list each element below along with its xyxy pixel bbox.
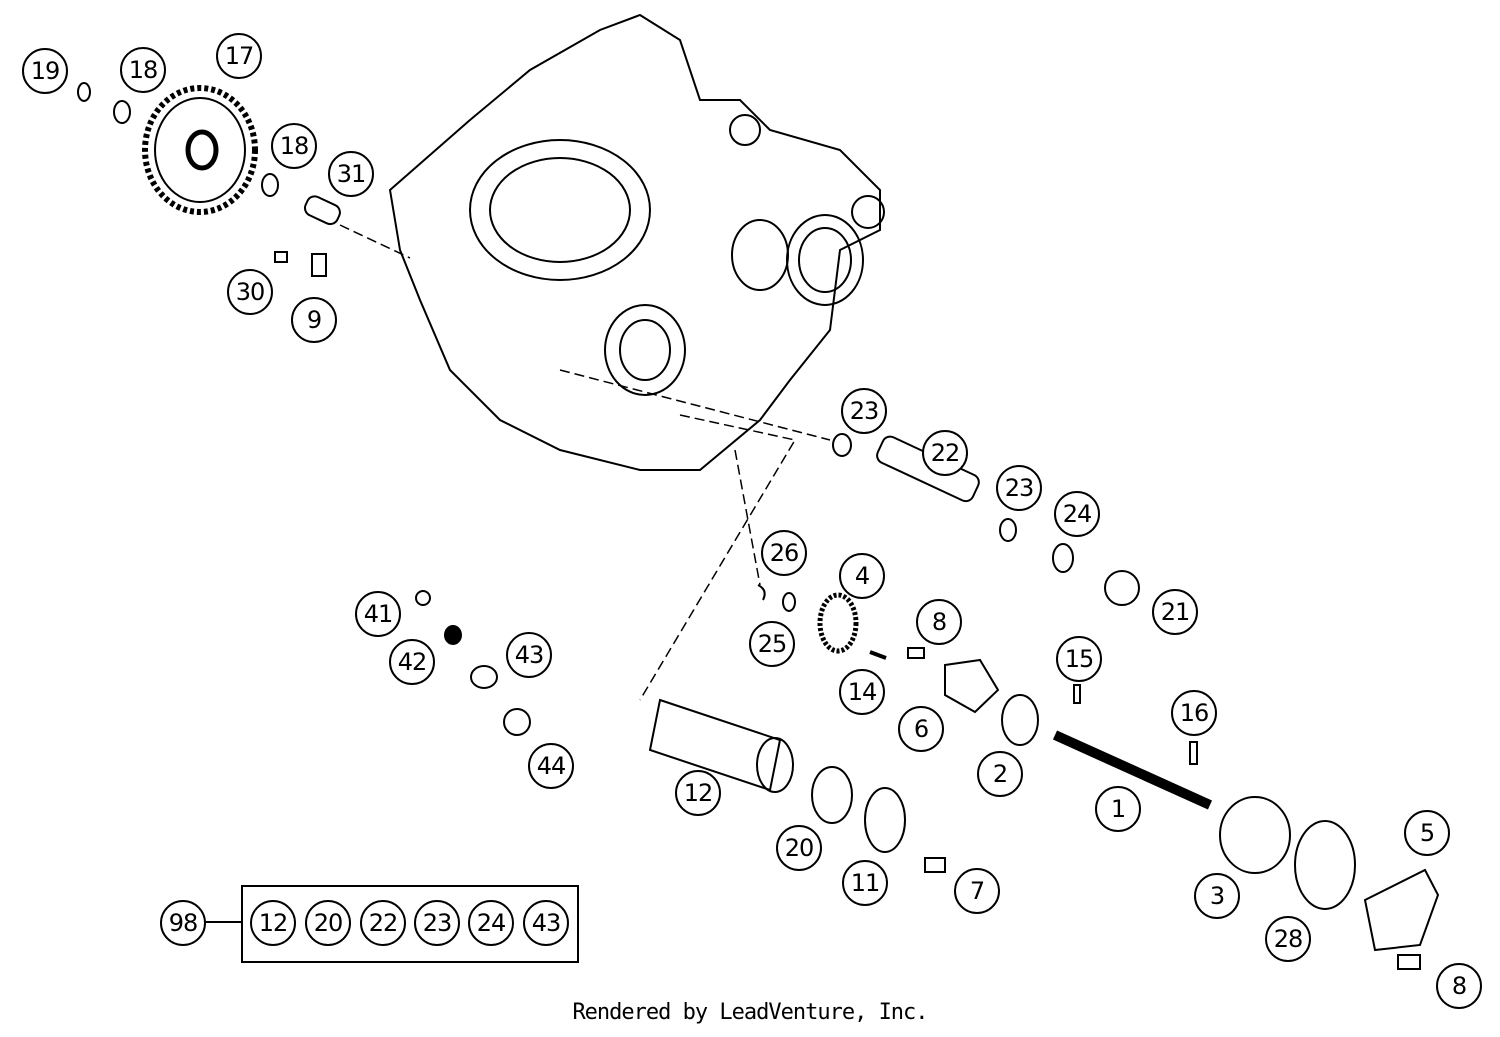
callout-44[interactable]: 44 xyxy=(528,743,574,789)
kit-item-20[interactable]: 20 xyxy=(305,900,351,946)
plug-21 xyxy=(1104,570,1140,606)
callout-21[interactable]: 21 xyxy=(1152,589,1198,635)
callout-12[interactable]: 12 xyxy=(675,770,721,816)
oring-23 xyxy=(832,433,852,457)
pin-16 xyxy=(1189,741,1198,765)
oring-28 xyxy=(1294,820,1356,910)
callout-5[interactable]: 5 xyxy=(1404,810,1450,856)
callout-24[interactable]: 24 xyxy=(1054,491,1100,537)
kit-item-24[interactable]: 24 xyxy=(468,900,514,946)
callout-kit-98[interactable]: 98 xyxy=(160,900,206,946)
housing-3 xyxy=(1219,796,1291,874)
callout-20[interactable]: 20 xyxy=(776,825,822,871)
callout-25[interactable]: 25 xyxy=(749,621,795,667)
screw-7 xyxy=(924,857,946,873)
pin-15 xyxy=(1073,684,1081,704)
screw-30 xyxy=(274,251,288,263)
callout-17[interactable]: 17 xyxy=(216,33,262,79)
callout-42[interactable]: 42 xyxy=(389,639,435,685)
ball-41 xyxy=(415,590,431,606)
callout-30[interactable]: 30 xyxy=(227,269,273,315)
bushing-31 xyxy=(303,195,341,226)
kit-item-12[interactable]: 12 xyxy=(250,900,296,946)
crankcase xyxy=(388,13,885,471)
kit-box xyxy=(241,885,579,963)
screw-8b xyxy=(1397,954,1421,970)
plate-9 xyxy=(311,253,327,277)
washer-25 xyxy=(782,592,796,612)
callout-23[interactable]: 23 xyxy=(841,388,887,434)
clip-26 xyxy=(757,584,766,601)
callout-18[interactable]: 18 xyxy=(120,47,166,93)
gear-17 xyxy=(142,85,258,215)
callout-41[interactable]: 41 xyxy=(355,591,401,637)
pin-14 xyxy=(869,650,887,660)
gear-4 xyxy=(817,592,859,654)
cover-11 xyxy=(864,787,906,853)
washer-18 xyxy=(113,100,131,124)
callout-31[interactable]: 31 xyxy=(328,151,374,197)
callout-8[interactable]: 8 xyxy=(1436,963,1482,1009)
oring-23b xyxy=(999,518,1017,542)
kit-item-43[interactable]: 43 xyxy=(523,900,569,946)
axis-lines xyxy=(339,224,831,701)
callout-16[interactable]: 16 xyxy=(1171,690,1217,736)
screw-8 xyxy=(907,647,925,659)
callout-2[interactable]: 2 xyxy=(977,751,1023,797)
callout-8[interactable]: 8 xyxy=(916,599,962,645)
callout-4[interactable]: 4 xyxy=(839,553,885,599)
oring-20 xyxy=(811,766,853,824)
callout-23[interactable]: 23 xyxy=(996,465,1042,511)
callout-22[interactable]: 22 xyxy=(922,430,968,476)
plug-44 xyxy=(503,708,531,736)
kit-item-22[interactable]: 22 xyxy=(360,900,406,946)
callout-18[interactable]: 18 xyxy=(271,123,317,169)
callout-43[interactable]: 43 xyxy=(506,632,552,678)
callout-11[interactable]: 11 xyxy=(842,860,888,906)
footer-credit: Rendered by LeadVenture, Inc. xyxy=(572,1000,928,1025)
callout-26[interactable]: 26 xyxy=(761,530,807,576)
kit-item-23[interactable]: 23 xyxy=(414,900,460,946)
oring-43 xyxy=(470,665,498,689)
callout-15[interactable]: 15 xyxy=(1056,636,1102,682)
callout-3[interactable]: 3 xyxy=(1194,873,1240,919)
callout-19[interactable]: 19 xyxy=(22,48,68,94)
callout-6[interactable]: 6 xyxy=(898,706,944,752)
spring-42 xyxy=(444,625,462,645)
circlip-19 xyxy=(77,82,91,102)
callout-28[interactable]: 28 xyxy=(1265,916,1311,962)
washer-18b xyxy=(261,173,279,197)
cover-6 xyxy=(944,658,1000,714)
callout-1[interactable]: 1 xyxy=(1095,786,1141,832)
filter-12 xyxy=(648,698,782,792)
gasket-5 xyxy=(1363,868,1440,952)
shaft-1 xyxy=(1052,730,1213,810)
ring-24 xyxy=(1052,543,1074,573)
callout-9[interactable]: 9 xyxy=(291,297,337,343)
callout-14[interactable]: 14 xyxy=(839,669,885,715)
rotor-2 xyxy=(1001,694,1039,746)
callout-7[interactable]: 7 xyxy=(954,868,1000,914)
